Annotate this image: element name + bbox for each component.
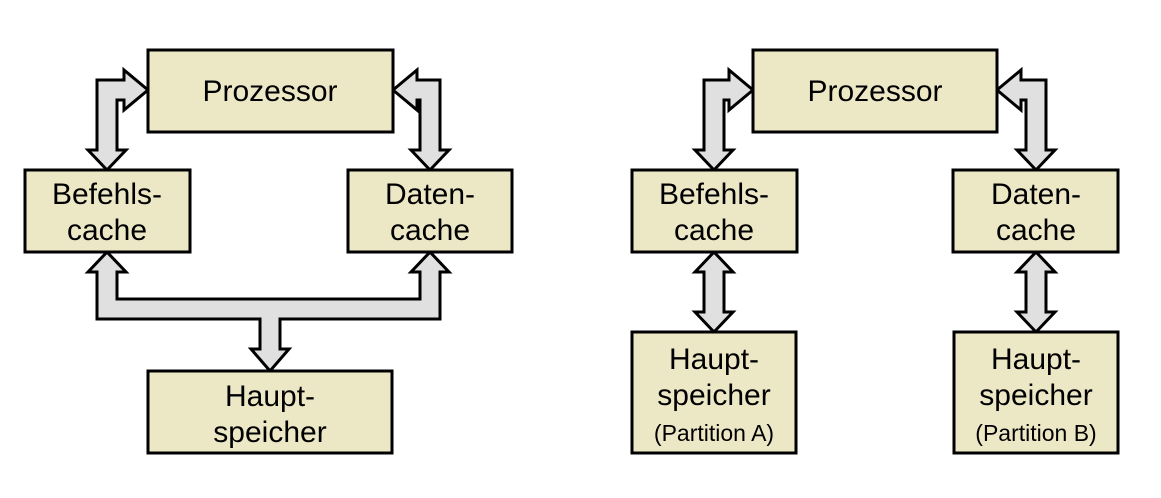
arrow-prozessor-datencache-partitioned xyxy=(994,66,1059,173)
befehlscache-label-line1: Befehls- xyxy=(52,178,162,211)
hauptspeicherB-label-line1: Haupt- xyxy=(991,343,1081,376)
arrow-befehlscache-hauptspeicherA xyxy=(691,249,737,335)
arrow-prozessor-datencache xyxy=(390,66,453,173)
arrow-prozessor-befehlscache xyxy=(84,66,151,173)
befehlscache-partitioned-label-line1: Befehls- xyxy=(659,178,769,211)
befehlscache-label-line2: cache xyxy=(67,214,147,247)
datencache-label-line1: Daten- xyxy=(385,178,475,211)
hauptspeicher-label-line1: Haupt- xyxy=(225,380,315,413)
datencache-box xyxy=(346,168,514,254)
diagram-partitioned-main-memory: Prozessor Befehls- cache Daten- cache Ha… xyxy=(630,48,1120,455)
hauptspeicherA-box xyxy=(630,330,798,455)
hauptspeicherB-partition-label: (Partition B) xyxy=(975,420,1096,446)
datencache-partitioned-label-line2: cache xyxy=(996,214,1076,247)
datencache-box-partitioned xyxy=(951,168,1120,254)
prozessor-box-partitioned xyxy=(751,48,999,134)
prozessor-box xyxy=(146,48,395,134)
hauptspeicherB-label-line2: speicher xyxy=(979,379,1092,412)
hauptspeicherA-label-line1: Haupt- xyxy=(669,343,759,376)
befehlscache-box-partitioned xyxy=(630,168,799,254)
hauptspeicherB-box xyxy=(952,330,1120,455)
datencache-label-line2: cache xyxy=(390,214,470,247)
hauptspeicherA-label-line2: speicher xyxy=(657,379,770,412)
befehlscache-partitioned-label-line2: cache xyxy=(674,214,754,247)
diagram-shared-main-memory: Prozessor Befehls- cache Daten- cache Ha… xyxy=(23,48,514,455)
arrow-prozessor-befehlscache-partitioned xyxy=(691,66,756,173)
befehlscache-box xyxy=(23,168,192,254)
arrow-hauptspeicher-caches-trident xyxy=(84,249,453,374)
datencache-partitioned-label-line1: Daten- xyxy=(991,178,1081,211)
arrow-datencache-hauptspeicherB xyxy=(1013,249,1059,335)
hauptspeicher-label-line2: speicher xyxy=(213,416,326,449)
prozessor-label-partitioned: Prozessor xyxy=(807,75,942,108)
hauptspeicherA-partition-label: (Partition A) xyxy=(654,420,774,446)
hauptspeicher-box xyxy=(146,369,394,455)
prozessor-label: Prozessor xyxy=(202,75,337,108)
